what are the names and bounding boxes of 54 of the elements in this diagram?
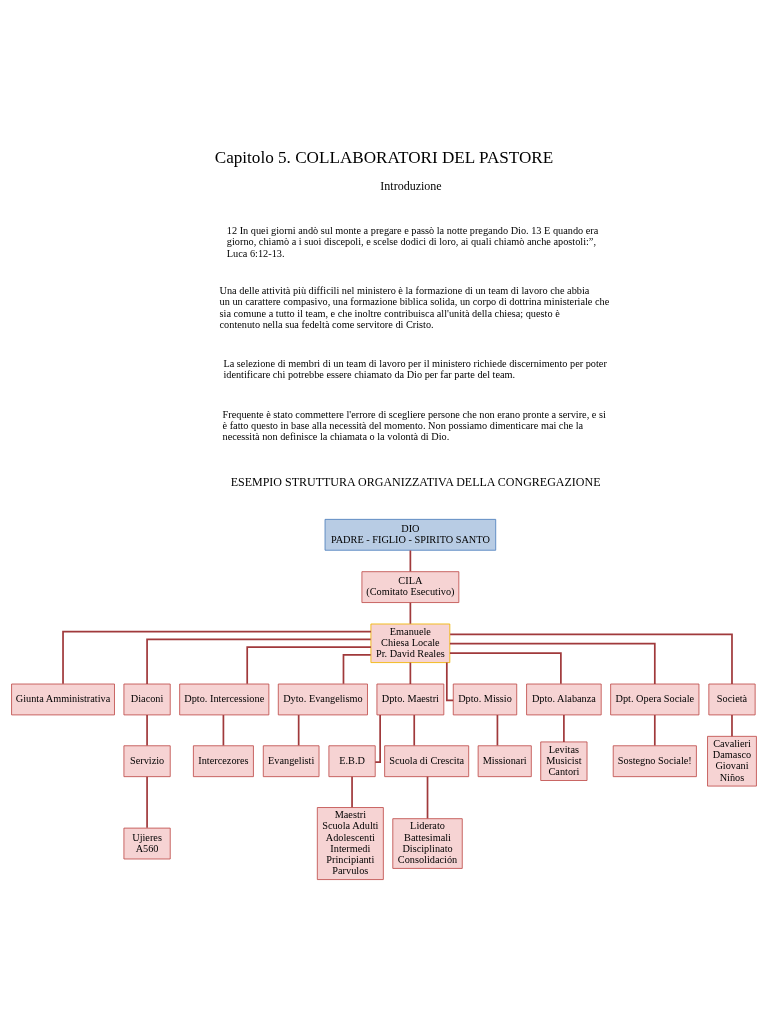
node-box: E.B.D — [328, 744, 376, 777]
connector — [62, 630, 372, 685]
node-box: Società — [708, 683, 756, 715]
node-box: Dpt. Opera Sociale — [610, 683, 700, 715]
node-box: Dyto. Evangelismo — [277, 683, 368, 715]
label: Frequente è stato commettere l'errore di scegliere persone che non erano pronte a servire, e si è fatto questo in base alla necessità del momento. Non possiamo dimenticare mai che la necessità non definisce la chiamata o la volontà di Dio. — [222, 408, 606, 442]
connector — [731, 713, 733, 737]
node-box: Dpto. Alabanza — [526, 683, 602, 715]
node-box: Maestri Scuola Adulti Adolescenti Intermedi Principianti Parvulos — [316, 806, 384, 880]
node-box: Intercezores — [192, 744, 254, 777]
connector — [426, 775, 429, 819]
node-box: DIO PADRE - FIGLIO - SPIRITO SANTO — [324, 518, 497, 551]
label: Una delle attività più difficili nel ministero è la formazione di un team di lavoro che abbia un un carattere compasivo, una formazione biblica solida, un corpo di dottrina ministeriale che sia comune a tutto il team, e che inoltre contribuisca all'unità della chiesa; questo è contenuto nella sua fedeltà come servitore di Cristo. — [219, 284, 610, 330]
connector — [246, 645, 372, 685]
node-box: Dpto. Maestri — [376, 683, 445, 715]
node-box: Servizio — [123, 744, 171, 777]
label: Introduzione — [380, 178, 442, 193]
node-box: CILA (Comitato Esecutivo) — [361, 570, 460, 603]
connector — [653, 713, 656, 746]
connector — [146, 775, 148, 829]
connector — [409, 661, 412, 685]
node-box: Evangelisti — [262, 744, 320, 777]
label: 12 In quei giorni andò sul monte a pregare e passò la notte pregando Dio. 13 E quando era giorno, chiamò a i suoi discepoli, e scelse dodici di loro, ai quali chiamò anche apostoli:”, Luca 6:12-13. — [226, 224, 599, 259]
label: ESEMPIO STRUTTURA ORGANIZZATIVA DELLA CONGREGAZIONE — [230, 474, 601, 489]
node-box: Diaconi — [123, 683, 171, 715]
connector — [351, 775, 353, 808]
node-box: Liderato Battesimali Disciplinato Consolidación — [392, 817, 463, 869]
connector — [297, 713, 300, 746]
connector — [445, 661, 454, 701]
connector — [342, 653, 372, 685]
node-box: Cavalieri Damasco Giovani Niños — [707, 735, 757, 786]
connector — [413, 713, 416, 746]
node-box: Giunta Amministrativa — [11, 683, 115, 715]
node-box: Dpto. Missio — [452, 683, 518, 715]
connector — [146, 638, 372, 685]
node-box: Missionari — [477, 744, 532, 777]
node-box: Ujieres A560 — [123, 827, 171, 859]
node-box: Sostegno Sociale! — [612, 744, 697, 777]
connector — [449, 651, 562, 685]
connector — [449, 642, 656, 685]
node-box: Levitas Musicist Cantori — [540, 741, 588, 781]
connector — [449, 632, 733, 685]
connector — [563, 713, 565, 743]
connector — [374, 713, 381, 763]
node-box: Dpto. Intercessione — [179, 683, 270, 715]
connector — [409, 549, 412, 572]
connector — [222, 713, 225, 746]
connector — [496, 713, 499, 746]
connector — [409, 601, 412, 625]
node-box: Scuola di Crescita — [384, 744, 470, 777]
diagram-title: Capitolo 5. COLLABORATORI DEL PASTORE — [214, 147, 554, 167]
node-box: Emanuele Chiesa Locale Pr. David Reales — [370, 623, 451, 663]
connector — [146, 713, 148, 746]
label: La selezione di membri di un team di lavoro per il ministero richiede discernimento per poter identificare chi potrebbe essere chiamato da Dio per far parte del team. — [223, 357, 607, 380]
